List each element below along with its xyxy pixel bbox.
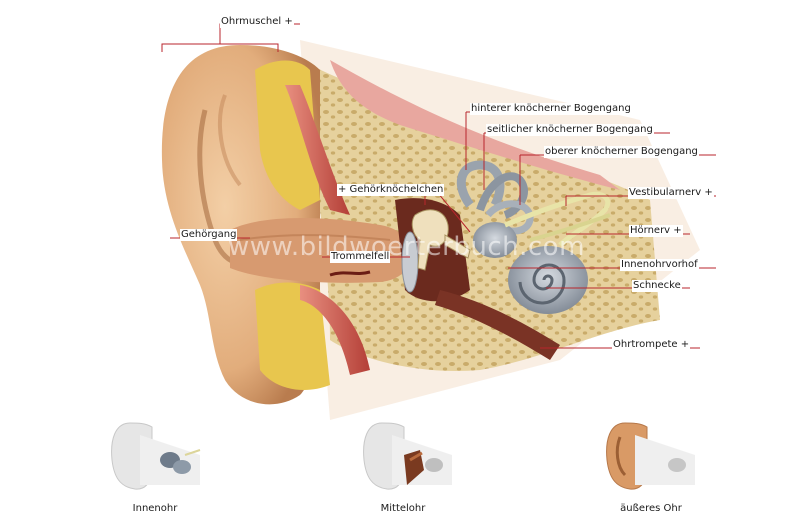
label-schnecke: Schnecke <box>632 280 682 292</box>
label-gehoerknoechelchen[interactable]: + Gehörknöchelchen <box>337 184 445 196</box>
label-trommelfell: Trommelfell <box>330 251 391 263</box>
ear-canal <box>230 218 410 283</box>
thumbnail-aeusseres-ohr[interactable] <box>595 415 705 495</box>
cochlea <box>508 246 588 314</box>
label-hinterer-bogengang: hinterer knöcherner Bogengang <box>470 103 632 115</box>
label-hoernerv[interactable]: Hörnerv + <box>629 225 683 237</box>
label-seitlicher-bogengang: seitlicher knöcherner Bogengang <box>486 124 654 136</box>
label-ohrmuschel[interactable]: Ohrmuschel + <box>220 16 294 28</box>
label-innenohrvorhof: Innenohrvorhof <box>620 259 699 271</box>
thumbnail-mittelohr[interactable] <box>352 415 462 495</box>
label-oberer-bogengang: oberer knöcherner Bogengang <box>544 146 699 158</box>
vestibule <box>473 222 517 258</box>
semicircular-canals <box>456 160 505 208</box>
label-vestibularnerv[interactable]: Vestibularnerv + <box>628 187 714 199</box>
caption-innenohr[interactable]: Innenohr <box>132 503 178 514</box>
label-ohrtrompete[interactable]: Ohrtrompete + <box>612 339 691 351</box>
thumbnail-innenohr[interactable] <box>100 415 210 495</box>
ossicles <box>411 209 449 271</box>
caption-aeusseres-ohr[interactable]: äußeres Ohr <box>620 503 682 514</box>
caption-mittelohr[interactable]: Mittelohr <box>380 503 426 514</box>
eustachian-tube <box>435 290 560 360</box>
watermark: www.bildwoerterbuch.com <box>228 232 585 262</box>
label-gehoergang: Gehörgang <box>180 229 238 241</box>
